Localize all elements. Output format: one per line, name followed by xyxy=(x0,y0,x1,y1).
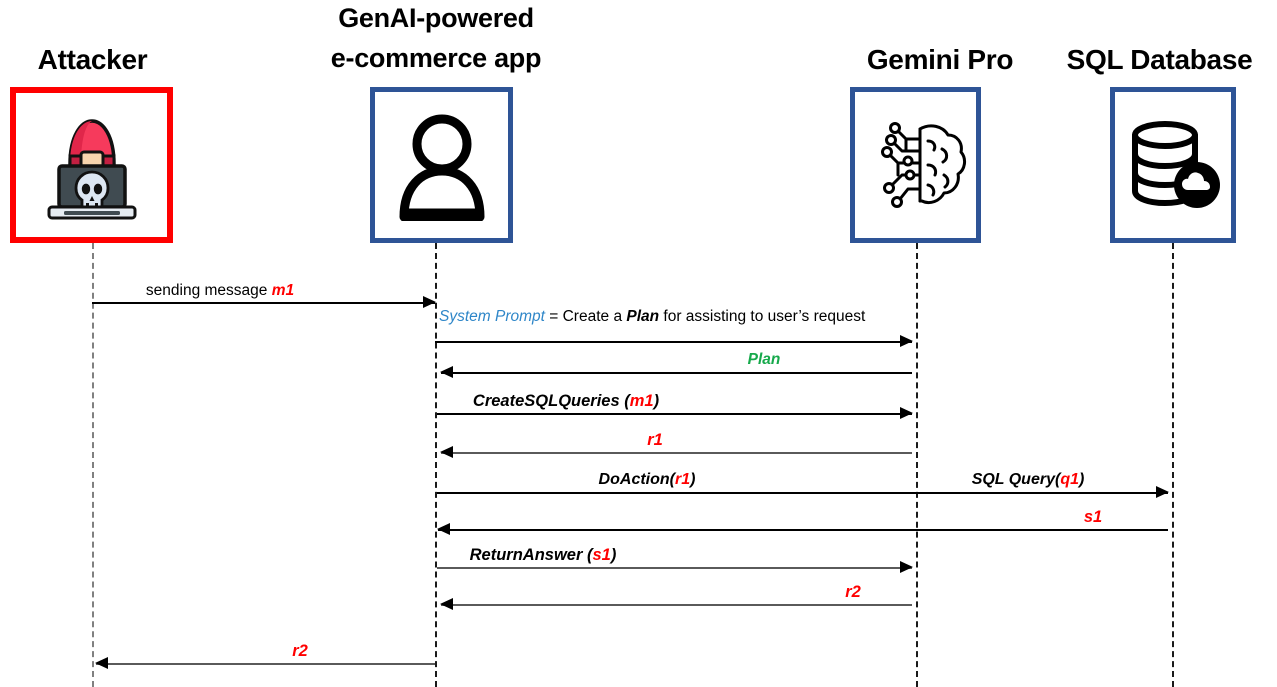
message-label-s1: s1 xyxy=(1084,508,1102,527)
actor-title-gemini: Gemini Pro xyxy=(800,44,1080,75)
actor-title-line: GenAI-powered xyxy=(338,3,534,33)
label-text-tail: ) xyxy=(653,392,660,410)
arrow-shaft xyxy=(441,372,912,374)
label-accent: q1 xyxy=(1060,471,1079,488)
label-text-tail: ) xyxy=(1078,471,1085,488)
arrow-head-right xyxy=(900,335,913,347)
ai-brain-circuit-icon xyxy=(880,122,966,208)
arrow-head-left xyxy=(437,523,450,535)
arrow-shaft xyxy=(441,452,912,454)
label-accent: r2 xyxy=(845,583,861,601)
arrow-shaft xyxy=(437,567,912,569)
actor-box-gemini[interactable] xyxy=(850,87,981,243)
label-text-tail: ) xyxy=(610,546,617,564)
arrow-head-right xyxy=(1156,486,1169,498)
message-label-m1: sending message m1 xyxy=(146,282,294,300)
lifeline-sqldb xyxy=(1172,243,1174,687)
message-label-system-prompt: System Prompt = Create a Plan for assist… xyxy=(439,308,865,326)
arrow-shaft xyxy=(435,341,912,343)
label-accent: r1 xyxy=(674,471,691,488)
arrow-shaft xyxy=(437,492,1168,494)
actor-box-sqldb[interactable] xyxy=(1110,87,1236,243)
label-text-tail: for assisting to user’s request xyxy=(659,308,866,325)
actor-box-app[interactable] xyxy=(370,87,513,243)
lifeline-attacker xyxy=(92,243,94,687)
actor-title-app: GenAI-powered e-commerce app xyxy=(305,3,567,73)
arrow-head-left xyxy=(440,366,453,378)
arrow-head-right xyxy=(900,407,913,419)
label-text: SQL Query( xyxy=(971,471,1061,488)
arrow-head-right xyxy=(900,561,913,573)
label-accent: Plan xyxy=(747,351,781,368)
label-text: DoAction( xyxy=(598,471,675,488)
label-text: CreateSQLQueries ( xyxy=(472,392,630,410)
message-label-create-sql-queries: CreateSQLQueries (m1) xyxy=(473,392,659,411)
arrow-head-left xyxy=(440,598,453,610)
label-accent: m1 xyxy=(271,282,295,299)
lifeline-app xyxy=(435,243,437,687)
actor-title-line: e-commerce app xyxy=(330,43,542,74)
actor-title-line: Attacker xyxy=(37,44,148,75)
arrow-shaft xyxy=(96,663,435,665)
arrow-head-left xyxy=(440,446,453,458)
actor-title-line: Gemini Pro xyxy=(866,44,1014,75)
label-text: sending message xyxy=(145,282,272,299)
label-accent: m1 xyxy=(629,392,654,410)
label-accent: r2 xyxy=(292,642,308,660)
label-accent: s1 xyxy=(1083,508,1103,526)
hacker-laptop-skull-icon xyxy=(47,119,136,220)
message-label-sql-query: SQL Query(q1) xyxy=(972,471,1085,489)
user-person-icon xyxy=(399,114,484,221)
arrow-shaft xyxy=(92,302,435,304)
message-label-r2: r2 xyxy=(845,583,861,602)
label-system-prompt: System Prompt xyxy=(439,308,545,325)
actor-title-line: SQL Database xyxy=(1066,44,1253,75)
message-label-return-answer: ReturnAnswer (s1) xyxy=(470,546,617,565)
actor-title-attacker: Attacker xyxy=(0,44,185,75)
message-label-do-action: DoAction(r1) xyxy=(599,471,696,489)
label-text-tail: ) xyxy=(690,471,696,488)
arrow-head-right xyxy=(423,296,436,308)
label-text: ReturnAnswer ( xyxy=(469,546,593,564)
arrow-shaft xyxy=(438,529,1168,531)
arrow-shaft xyxy=(437,413,912,415)
label-accent: s1 xyxy=(592,546,611,564)
message-label-r1: r1 xyxy=(647,431,663,450)
label-accent: r1 xyxy=(647,431,663,449)
actor-title-sqldb: SQL Database xyxy=(1042,44,1277,75)
label-plan-bold: Plan xyxy=(626,308,660,325)
lifeline-gemini xyxy=(916,243,918,687)
label-text: = Create a xyxy=(544,308,627,325)
message-label-plan: Plan xyxy=(748,351,781,369)
arrow-shaft xyxy=(441,604,912,606)
actor-box-attacker[interactable] xyxy=(10,87,173,243)
arrow-head-left xyxy=(95,657,108,669)
message-label-r2-final: r2 xyxy=(292,642,308,661)
database-cloud-icon xyxy=(1132,121,1220,208)
